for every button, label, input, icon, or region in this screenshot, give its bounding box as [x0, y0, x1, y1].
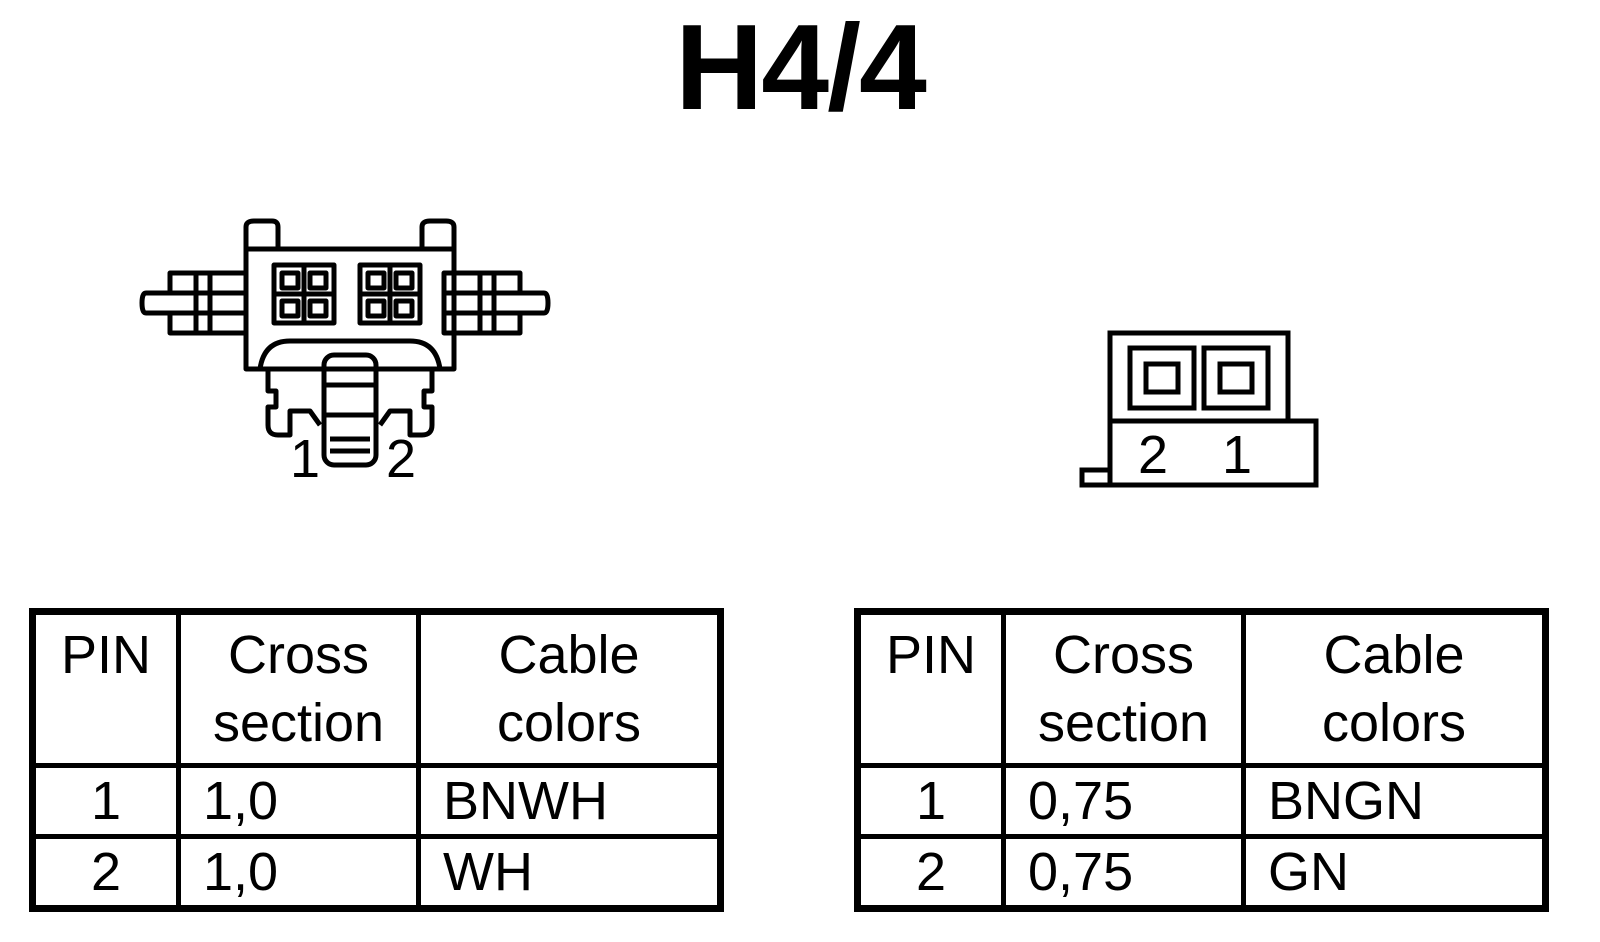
pin-label-right-2: 2 [1138, 425, 1168, 485]
cell-pin: 2 [855, 834, 1006, 911]
header-pin: PIN [30, 609, 181, 768]
cell-cross-section: 1,0 [176, 834, 421, 911]
cell-cable-color: GN [1241, 834, 1548, 911]
page-title: H4/4 [675, 0, 927, 135]
cell-cross-section: 1,0 [176, 763, 421, 839]
connector-housing-right: 2 1 [1079, 330, 1319, 488]
table-row: 2 0,75 GN [855, 834, 1548, 911]
connector-housing-left: 1 2 [139, 218, 551, 489]
table-header-row: PIN Cross section Cable colors [855, 609, 1548, 768]
header-cross-section: Cross section [1001, 609, 1246, 768]
table-row: 1 0,75 BNGN [855, 763, 1548, 839]
table-header-row: PIN Cross section Cable colors [30, 609, 723, 768]
header-pin: PIN [855, 609, 1006, 768]
pin-table-right: PIN Cross section Cable colors 1 0,75 BN… [854, 608, 1549, 912]
cell-cross-section: 0,75 [1001, 834, 1246, 911]
pin-table-left: PIN Cross section Cable colors 1 1,0 BNW… [29, 608, 724, 912]
cell-cable-color: BNWH [416, 763, 723, 839]
header-cross-section: Cross section [176, 609, 421, 768]
table-row: 1 1,0 BNWH [30, 763, 723, 839]
pin-label-left-1: 1 [290, 429, 320, 489]
cell-cross-section: 0,75 [1001, 763, 1246, 839]
cell-pin: 1 [30, 763, 181, 839]
cell-pin: 2 [30, 834, 181, 911]
cell-cable-color: WH [416, 834, 723, 911]
pin-label-left-2: 2 [386, 429, 416, 489]
table-row: 2 1,0 WH [30, 834, 723, 911]
header-cable-colors: Cable colors [416, 609, 723, 768]
pin-label-right-1: 1 [1222, 425, 1252, 485]
cell-pin: 1 [855, 763, 1006, 839]
cell-cable-color: BNGN [1241, 763, 1548, 839]
header-cable-colors: Cable colors [1241, 609, 1548, 768]
